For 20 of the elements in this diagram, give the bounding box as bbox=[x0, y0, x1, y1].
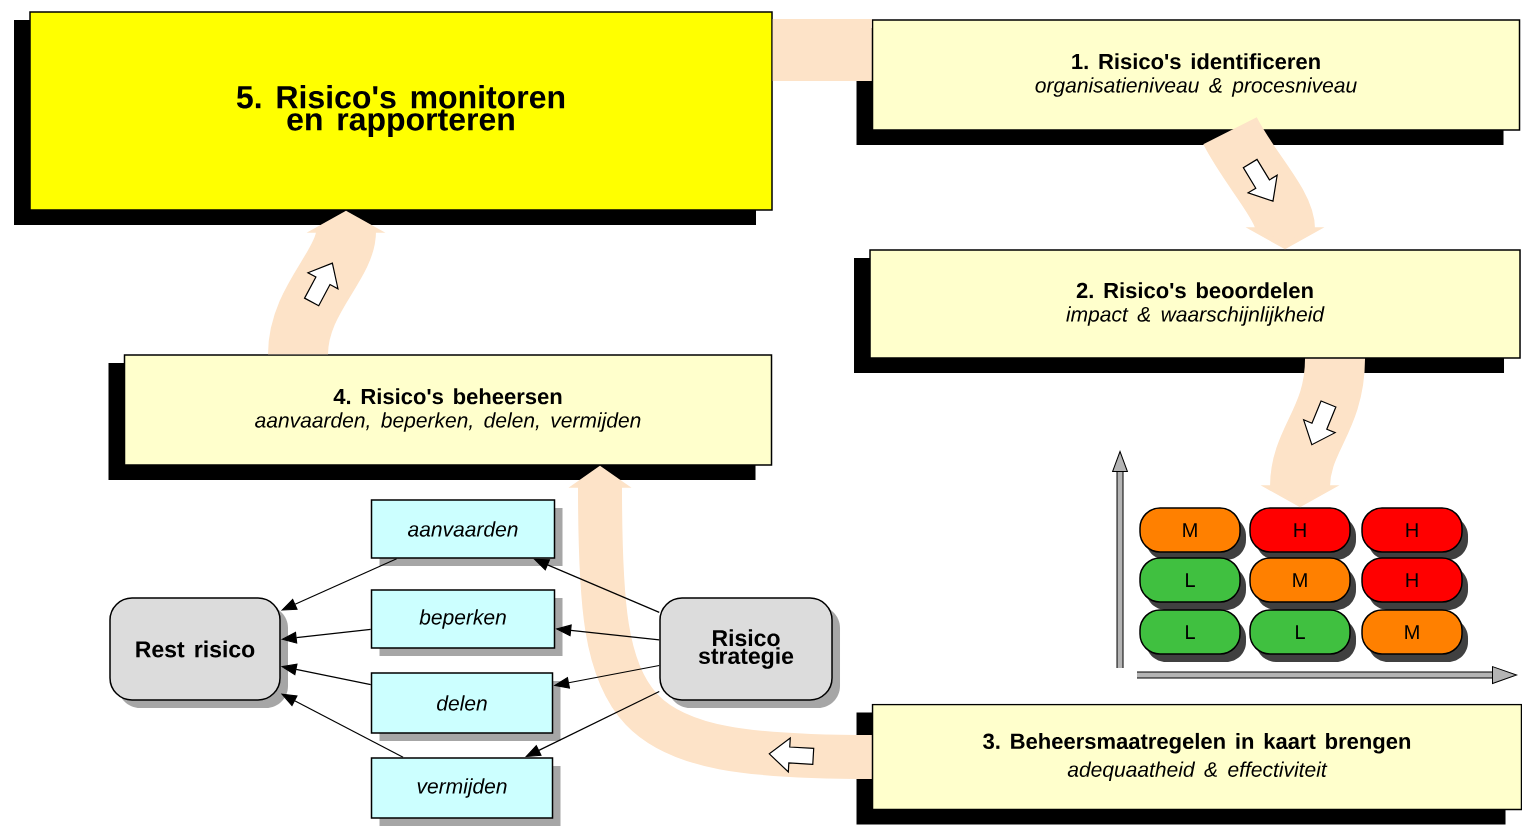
risk-level-pill: H bbox=[1361, 557, 1468, 610]
rounded-box: Rest risico bbox=[109, 597, 288, 708]
strategy-option-box: aanvaarden bbox=[370, 499, 563, 566]
step-box: 2. Risico's beoordelen impact & waarschijnlijkheid bbox=[854, 249, 1521, 373]
step-box: 3. Beheersmaatregelen in kaart brengen adequaatheid & effectiviteit bbox=[856, 703, 1522, 825]
risk-level-pill: L bbox=[1139, 609, 1246, 662]
title-box: 5. Risico's monitoren en rapporteren bbox=[14, 11, 773, 225]
risk-level-pill: L bbox=[1249, 609, 1356, 662]
risk-level-pill: M bbox=[1139, 507, 1246, 560]
strategy-option-box: vermijden bbox=[370, 757, 561, 826]
strategy-option-box: delen bbox=[370, 672, 561, 741]
risk-level-pill: M bbox=[1249, 557, 1356, 610]
rounded-box: Risico strategie bbox=[659, 597, 840, 708]
risk-level-pill: M bbox=[1361, 609, 1468, 662]
risk-level-pill: L bbox=[1139, 557, 1246, 610]
risk-level-pill: H bbox=[1249, 507, 1356, 560]
step-box: 4. Risico's beheersen aanvaarden, beperken, delen, vermijden bbox=[108, 354, 773, 480]
strategy-option-box: beperken bbox=[370, 589, 563, 656]
step-box: 1. Risico's identificeren organisatieniveau & procesniveau bbox=[856, 19, 1521, 145]
risk-level-pill: H bbox=[1361, 507, 1468, 560]
